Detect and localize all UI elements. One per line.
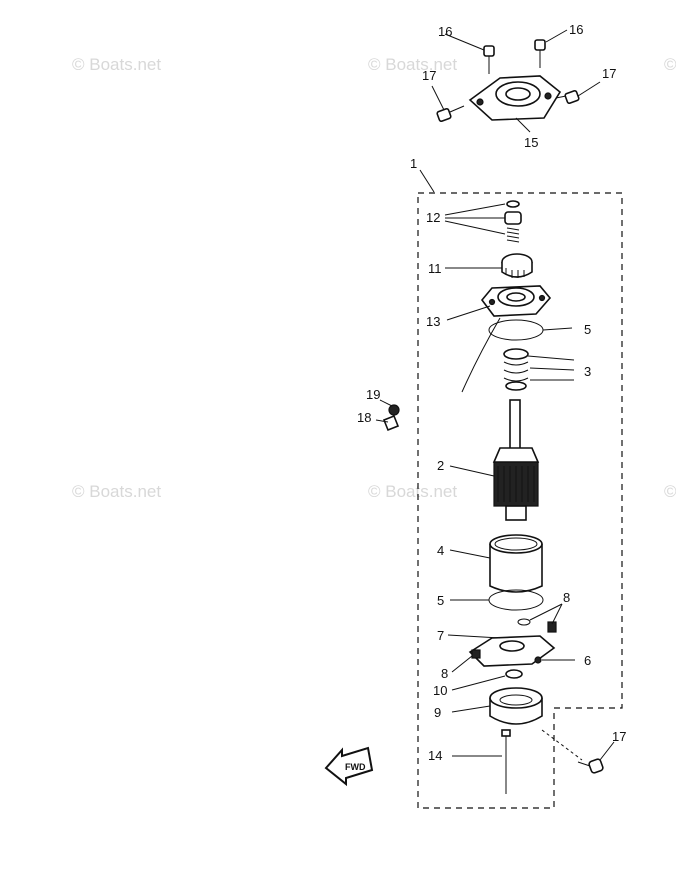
svg-text:© Boats.net: © Boats.net	[72, 482, 161, 501]
mounting-bracket	[468, 75, 562, 121]
brush-set	[503, 348, 529, 391]
svg-text:© Boats.net: © Boats.net	[368, 482, 457, 501]
callout-17-lower: 17	[612, 729, 626, 744]
callout-7: 7	[437, 628, 444, 643]
svg-text:© Boats.net: © Boats.net	[368, 55, 457, 74]
callout-10: 10	[433, 683, 447, 698]
callouts: 16 16 17 17 15 1 12 11 13 5 3 19 18 2 4 …	[357, 22, 626, 763]
pinion-stop-set	[504, 200, 522, 243]
screw-17-right	[555, 90, 580, 104]
end-cover	[480, 285, 552, 317]
callout-15: 15	[524, 135, 538, 150]
yoke	[489, 534, 543, 593]
callout-6: 6	[584, 653, 591, 668]
callout-17-left: 17	[422, 68, 436, 83]
through-bolt	[501, 729, 511, 794]
callout-5-lower: 5	[437, 593, 444, 608]
assembly-boundary	[417, 192, 623, 809]
callout-8-upper: 8	[563, 590, 570, 605]
bolt-16-right	[534, 39, 546, 68]
callout-5-upper: 5	[584, 322, 591, 337]
lower-housing	[489, 687, 543, 725]
svg-text:FWD: FWD	[345, 762, 366, 772]
callout-3: 3	[584, 364, 591, 379]
callout-18: 18	[357, 410, 371, 425]
armature	[492, 399, 540, 521]
callout-2: 2	[437, 458, 444, 473]
watermarks: © Boats.net © Boats.net © Boats.net © Bo…	[72, 55, 676, 501]
bolt-16-left	[483, 45, 495, 74]
screw-17-lower	[577, 758, 604, 774]
callout-12: 12	[426, 210, 440, 225]
pinion-gear	[501, 253, 533, 278]
callout-4: 4	[437, 543, 444, 558]
callout-16-right: 16	[569, 22, 583, 37]
callout-8-lower: 8	[441, 666, 448, 681]
callout-16-left: 16	[438, 24, 452, 39]
callout-14: 14	[428, 748, 442, 763]
screw-18	[382, 404, 400, 432]
o-ring-lower	[488, 589, 544, 611]
svg-text:© Boats.net: © Boats.net	[72, 55, 161, 74]
svg-text:©: ©	[664, 482, 676, 501]
callout-17-right: 17	[602, 66, 616, 81]
brush-plate	[468, 621, 557, 667]
callout-13: 13	[426, 314, 440, 329]
callout-9: 9	[434, 705, 441, 720]
callout-1: 1	[410, 156, 417, 171]
washer	[505, 669, 523, 679]
callout-11: 11	[428, 261, 442, 276]
screw-17-left	[436, 105, 465, 122]
callout-19: 19	[366, 387, 380, 402]
svg-text:©: ©	[664, 55, 676, 74]
leader-lines	[375, 29, 615, 761]
o-ring-8	[517, 618, 531, 626]
fwd-arrow-icon: FWD	[324, 746, 374, 787]
